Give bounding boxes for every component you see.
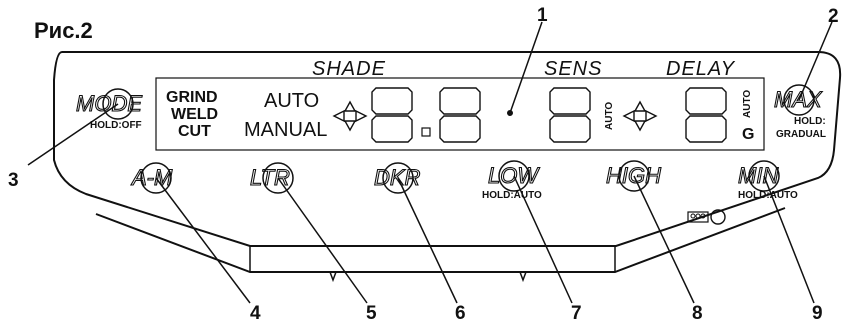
lcd-delay-auto: AUTO <box>742 90 753 118</box>
shade-decimal-point <box>421 127 431 137</box>
sun-flare-icon <box>622 100 658 132</box>
leader-5 <box>277 177 368 304</box>
callout-3: 3 <box>8 170 19 191</box>
min-button[interactable]: MIN HOLD:AUTO <box>737 160 798 201</box>
dkr-button[interactable]: DKR <box>373 162 421 194</box>
figure-title: Рис.2 <box>34 18 93 43</box>
callout-6: 6 <box>455 303 466 322</box>
leader-1 <box>509 21 543 114</box>
leader-7 <box>513 175 573 304</box>
lcd-auto-label: AUTO <box>264 90 319 112</box>
callout-2: 2 <box>828 6 839 27</box>
mode-button-hold: HOLD:OFF <box>90 120 142 131</box>
min-button-label: MIN <box>738 163 778 188</box>
callout-7: 7 <box>571 303 582 322</box>
leader-2 <box>798 21 833 101</box>
sun-flare-icon <box>332 100 368 132</box>
low-button-label: LOW <box>488 163 540 188</box>
lcd-mode-weld: WELD <box>171 106 218 123</box>
lcd-header-delay: DELAY <box>666 58 736 80</box>
mode-button-label: MODE <box>76 91 142 116</box>
panel-outline <box>53 51 842 247</box>
leader-6 <box>397 177 458 304</box>
solar-cell-icon <box>710 209 726 225</box>
battery-icon <box>687 211 709 223</box>
callout-9: 9 <box>812 303 823 322</box>
lcd-mode-cut: CUT <box>178 123 211 140</box>
panel-notch <box>249 246 616 283</box>
low-button-hold: HOLD:AUTO <box>482 190 542 201</box>
callout-8: 8 <box>692 303 703 322</box>
high-button[interactable]: HIGH <box>605 160 662 192</box>
callout-1: 1 <box>537 5 548 26</box>
leader-8 <box>633 175 695 304</box>
max-button-gradual: GRADUAL <box>776 129 826 140</box>
leader-9 <box>763 175 815 304</box>
sens-digit <box>549 87 591 143</box>
mode-button[interactable]: MODE HOLD:OFF <box>75 88 143 131</box>
lcd-display: SHADE SENS DELAY GRIND WELD CUT AUTO MAN… <box>155 58 765 151</box>
max-button[interactable]: MAX HOLD: GRADUAL <box>773 84 826 140</box>
lcd-frame <box>155 77 765 151</box>
shade-digit-tens <box>371 87 413 143</box>
lcd-header-shade: SHADE <box>312 58 386 80</box>
delay-digit <box>685 87 727 143</box>
callout-4: 4 <box>250 303 261 322</box>
panel-inner-edge <box>95 207 786 273</box>
ltr-button[interactable]: LTR <box>249 162 294 194</box>
high-button-label: HIGH <box>606 163 661 188</box>
lcd-mode-grind: GRIND <box>166 89 218 106</box>
am-button[interactable]: A-M <box>129 162 174 194</box>
min-button-hold: HOLD:AUTO <box>738 190 798 201</box>
max-button-hold: HOLD: <box>794 116 826 127</box>
lcd-manual-label: MANUAL <box>244 119 327 141</box>
dkr-button-label: DKR <box>374 165 421 190</box>
am-button-label: A-M <box>130 165 173 190</box>
leader-3 <box>27 103 119 166</box>
low-button[interactable]: LOW HOLD:AUTO <box>482 160 542 201</box>
lcd-header-sens: SENS <box>544 58 602 80</box>
lcd-delay-g: G <box>742 126 754 143</box>
leader-4 <box>155 177 251 304</box>
callout-5: 5 <box>366 303 377 322</box>
shade-digit-units <box>439 87 481 143</box>
lcd-sens-auto: AUTO <box>604 102 615 130</box>
